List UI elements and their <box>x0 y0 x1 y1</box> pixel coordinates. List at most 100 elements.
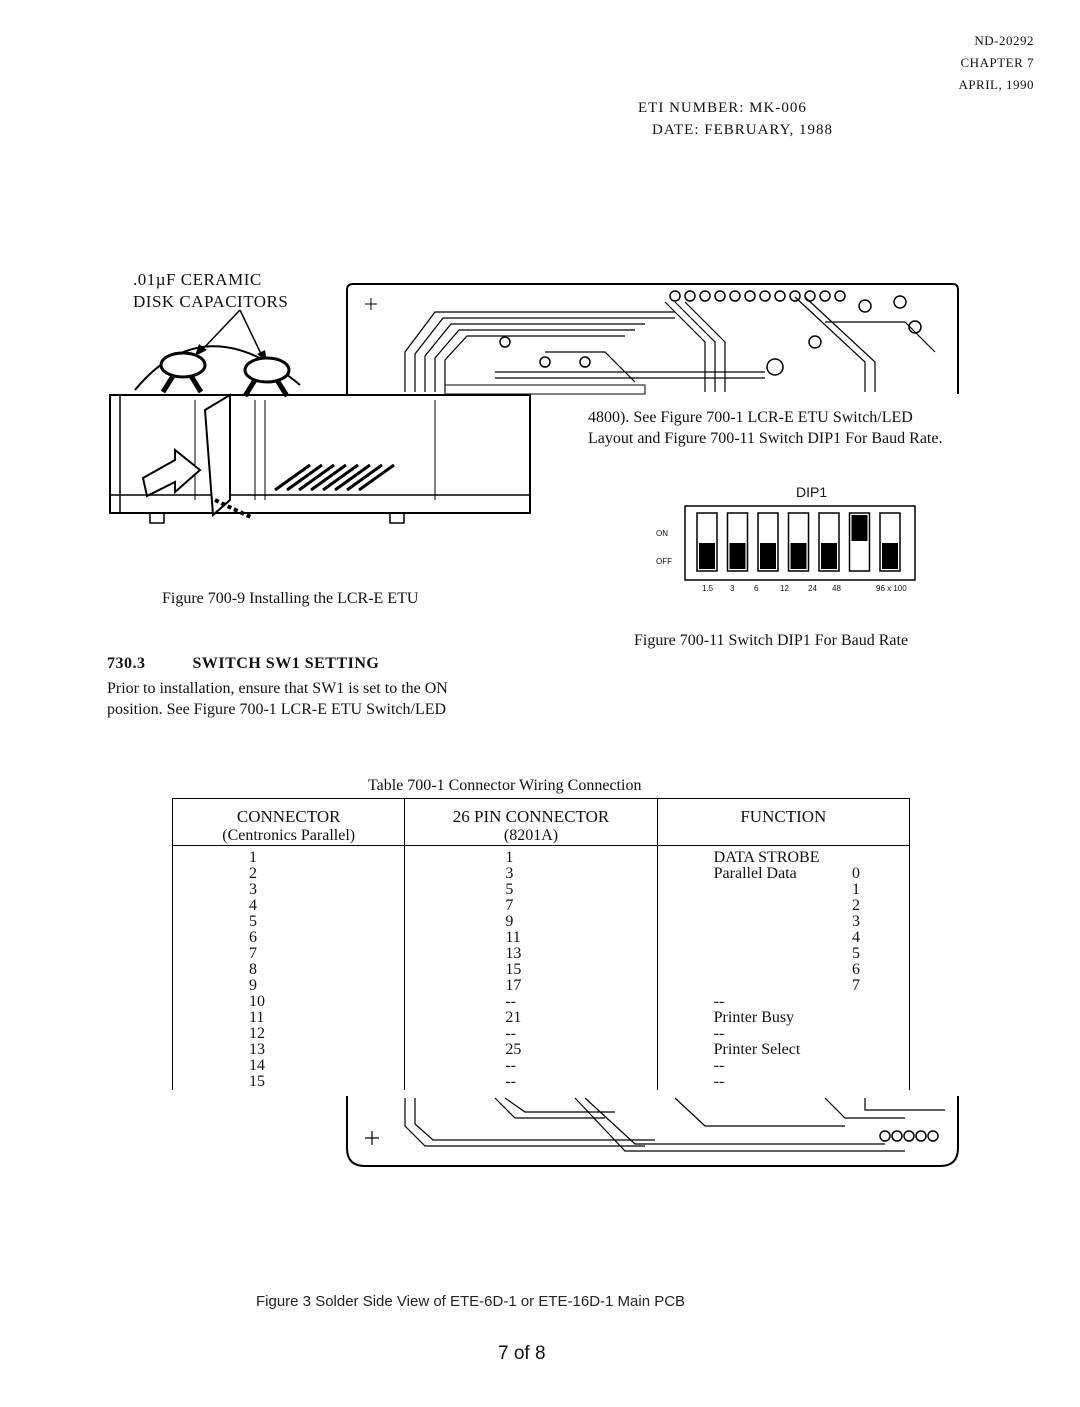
col-head-connector-sub: (Centronics Parallel) <box>222 827 356 844</box>
etu-card <box>203 393 231 518</box>
dip-rate-label: 24 <box>808 584 817 593</box>
cell-26pin: 13 <box>404 945 658 962</box>
section-para-line-1: Prior to installation, ensure that SW1 i… <box>107 680 448 697</box>
table-row: 15---- <box>172 1072 911 1090</box>
pcb-top-traces <box>404 296 936 392</box>
table-caption: Table 700-1 Connector Wiring Connection <box>368 777 642 794</box>
cell-function: Printer Busy <box>656 1008 911 1026</box>
cell-data-bit: 7 <box>852 976 860 994</box>
cell-connector-pin: 2 <box>172 865 406 882</box>
cell-data-bit: 3 <box>852 912 860 930</box>
doc-number: ND-20292 <box>974 33 1034 48</box>
cell-data-bit: 4 <box>852 928 860 946</box>
cell-function-text: Printer Busy <box>713 1008 795 1026</box>
section-para-line-2: position. See Figure 700-1 LCR-E ETU Swi… <box>107 701 447 718</box>
cell-26pin: -- <box>404 993 658 1010</box>
wiring-table: CONNECTOR (Centronics Parallel) 26 PIN C… <box>172 798 911 1090</box>
cell-function-text: -- <box>713 992 725 1010</box>
cell-connector-pin: 7 <box>172 945 406 962</box>
dip-switch-toggle <box>729 543 746 569</box>
dip-switch-toggle <box>699 543 715 569</box>
figure-9-caption: Figure 700-9 Installing the LCR-E ETU <box>162 590 419 607</box>
cell-function: 6 <box>656 961 911 978</box>
cell-connector-pin: 12 <box>172 1025 406 1042</box>
cell-connector-pin: 1 <box>172 849 406 866</box>
dip-rate-label: 6 <box>754 584 759 593</box>
cell-connector-pin: 11 <box>172 1009 406 1026</box>
table-row: 14---- <box>172 1056 911 1074</box>
col-head-26pin-text: 26 PIN CONNECTOR <box>452 807 610 826</box>
cell-connector-pin: 4 <box>172 897 406 914</box>
pcb-top-pads <box>499 290 922 376</box>
figure-11-caption: Figure 700-11 Switch DIP1 For Baud Rate <box>634 632 909 649</box>
header-date: APRIL, 1990 <box>958 77 1034 92</box>
capacitor-label-line1: .01µF CERAMIC <box>133 270 262 289</box>
wiring-table-wrapper: CONNECTOR (Centronics Parallel) 26 PIN C… <box>172 798 912 1098</box>
capacitor-label: .01µF CERAMIC DISK CAPACITORS <box>133 269 288 313</box>
dip-switch-block <box>684 505 916 581</box>
cell-connector-pin: 3 <box>172 881 406 898</box>
cell-function: 2 <box>656 896 911 914</box>
cell-26pin: 15 <box>404 961 658 978</box>
cell-26pin: -- <box>404 1025 658 1042</box>
dip-on-label: ON <box>656 529 668 538</box>
capacitor-legs <box>160 374 290 398</box>
cell-26pin: 7 <box>404 897 658 914</box>
insert-arrow <box>141 447 202 498</box>
cell-26pin: 25 <box>404 1041 658 1058</box>
cell-function: 1 <box>656 881 911 898</box>
cell-connector-pin: 8 <box>172 961 406 978</box>
section-number: 730.3 <box>107 655 146 672</box>
eti-number: ETI NUMBER: MK-006 <box>638 100 807 116</box>
dip-title: DIP1 <box>796 484 828 500</box>
cell-26pin: 17 <box>404 977 658 994</box>
pcb-top-illustration <box>346 283 959 395</box>
cell-26pin: 3 <box>404 865 658 882</box>
pcb-bottom-outline <box>346 1096 959 1167</box>
cage-frame <box>109 394 531 514</box>
cell-function: -- <box>656 1056 911 1074</box>
dip-switch-toggle <box>851 515 868 541</box>
overlap-line-1: 4800). See Figure 700-1 LCR-E ETU Switch… <box>588 409 913 426</box>
cell-connector-pin: 13 <box>172 1041 406 1058</box>
dip-rate-label: 3 <box>730 584 735 593</box>
capacitor-arrow-right <box>239 309 264 359</box>
dip-off-label: OFF <box>656 557 672 566</box>
cell-function-text: -- <box>713 1072 725 1090</box>
cell-function-text: -- <box>713 1056 725 1074</box>
cell-function-text: Parallel Data <box>713 864 797 882</box>
overlap-paragraph: 4800). See Figure 700-1 LCR-E ETU Switch… <box>588 407 1038 449</box>
cell-function: -- <box>656 1072 911 1090</box>
cell-connector-pin: 14 <box>172 1057 406 1074</box>
card-cage-illustration <box>109 309 531 524</box>
capacitor-disk-2 <box>243 356 291 384</box>
col-head-function-text: FUNCTION <box>740 807 827 826</box>
cell-function-text: -- <box>713 1024 725 1042</box>
pcb-top-outline <box>346 283 959 394</box>
cell-connector-pin: 9 <box>172 977 406 994</box>
cell-function-text: DATA STROBE <box>713 848 820 866</box>
eti-date: DATE: FEBRUARY, 1988 <box>652 122 834 138</box>
capacitor-arrow-left <box>199 309 241 353</box>
cell-function: 7 <box>656 976 911 994</box>
overlap-line-2: Layout and Figure 700-11 Switch DIP1 For… <box>588 430 943 447</box>
table-header-row: CONNECTOR (Centronics Parallel) 26 PIN C… <box>172 798 911 846</box>
page-number: 7 of 8 <box>498 1343 546 1364</box>
dip-rate-label: 12 <box>780 584 789 593</box>
cell-connector-pin: 6 <box>172 929 406 946</box>
col-head-connector: CONNECTOR (Centronics Parallel) <box>172 798 406 846</box>
cell-connector-pin: 10 <box>172 993 406 1010</box>
cell-function: DATA STROBE <box>656 848 911 866</box>
cell-connector-pin: 15 <box>172 1073 406 1090</box>
capacitor-label-line2: DISK CAPACITORS <box>133 292 289 311</box>
cell-data-bit: 2 <box>852 896 860 914</box>
cell-26pin: 5 <box>404 881 658 898</box>
cell-data-bit: 0 <box>852 864 860 882</box>
